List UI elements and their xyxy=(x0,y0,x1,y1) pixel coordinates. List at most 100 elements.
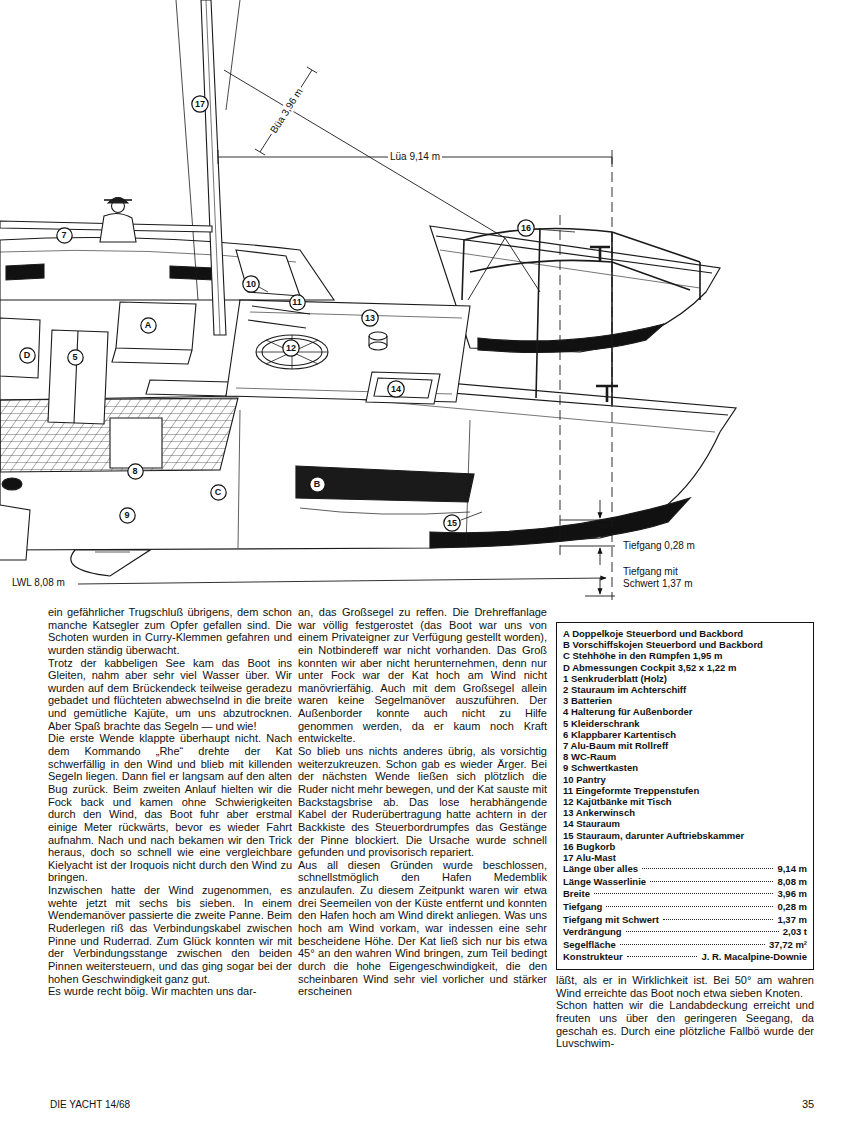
cabin xyxy=(0,299,240,300)
body-paragraph: Inzwischen hatte der Wind zugenommen, es… xyxy=(48,884,292,985)
callout-number: 8 xyxy=(127,463,144,480)
spec-name: Segelfläche xyxy=(563,939,616,952)
callout-outline xyxy=(444,515,460,531)
legend-row: 1 Senkruderblatt (Holz) xyxy=(563,673,807,684)
cabin xyxy=(170,266,214,280)
callout-circle: B xyxy=(309,476,326,493)
legend-row: 14 Stauraum xyxy=(563,818,807,829)
dimension-lines xyxy=(78,578,606,584)
legend-entry: 9 Schwertkasten xyxy=(563,762,638,773)
spec-row: Segelfläche37,72 m² xyxy=(563,939,807,952)
cabin xyxy=(116,302,196,350)
callout-circle: 10 xyxy=(242,275,260,293)
cabin xyxy=(2,478,22,490)
callout-number: 7 xyxy=(56,227,73,244)
callout-number: 14 xyxy=(387,380,405,398)
callout-outline xyxy=(518,220,534,236)
legend-row: 9 Schwertkasten xyxy=(563,762,807,773)
leader-lines xyxy=(535,229,575,232)
dimension-lines xyxy=(600,548,601,565)
callout-outline xyxy=(140,317,155,332)
body-paragraph: Die erste Wende klappte überhaupt nicht.… xyxy=(48,732,292,884)
legend-entry: 10 Pantry xyxy=(563,774,606,785)
dot-leader xyxy=(650,881,773,882)
bow-pulpit xyxy=(462,228,700,300)
dot-leader xyxy=(642,868,773,869)
far-hull xyxy=(430,226,720,352)
dot-leader xyxy=(627,956,698,957)
text-column: an, das Großsegel zu reffen. Die Drehref… xyxy=(298,606,547,1098)
spec-value: 3,96 m xyxy=(777,888,807,901)
cabin xyxy=(112,348,192,364)
callout-circle: D xyxy=(19,347,36,364)
legend-row: 15 Stauraum, darunter Auftriebskammer xyxy=(563,830,807,841)
callout-number: 9 xyxy=(119,507,136,524)
dot-leader xyxy=(663,919,774,920)
text-column: A Doppelkoje Steuerbord und BackbordB Vo… xyxy=(556,608,814,1100)
cockpit xyxy=(256,335,328,369)
spec-row: Konstrukteur J. R. Macalpine-Downie xyxy=(563,951,807,964)
legend-entry: B Vorschiffskojen Steuerbord und Backbor… xyxy=(563,639,763,650)
cockpit xyxy=(366,372,440,404)
dimension-label: Lüa 9,14 m xyxy=(388,151,442,163)
legend-entry: 14 Stauraum xyxy=(563,818,620,829)
spec-name: Tiefgang xyxy=(563,901,602,914)
spec-value: J. R. Macalpine-Downie xyxy=(701,951,807,964)
dot-leader xyxy=(620,944,765,945)
callout-circle: 8 xyxy=(127,463,144,480)
centerboard xyxy=(71,550,150,576)
legend-row: 3 Batterien xyxy=(563,695,807,706)
spec-value: 9,14 m xyxy=(777,863,807,876)
legend-row: A Doppelkoje Steuerbord und Backbord xyxy=(563,628,807,639)
dimension-lines xyxy=(255,67,317,155)
callout-circle: 11 xyxy=(289,294,306,311)
callout-number: 10 xyxy=(242,275,260,293)
cabin xyxy=(6,264,44,280)
legend-row: D Abmessungen Cockpit 3,52 x 1,22 m xyxy=(563,662,807,673)
legend-row: 2 Stauraum im Achterschiff xyxy=(563,684,807,695)
callout-outline xyxy=(119,507,134,522)
legend-row: 13 Ankerwinsch xyxy=(563,807,807,818)
page-number: 35 xyxy=(800,1098,816,1111)
dimension-lines xyxy=(218,150,612,164)
text-column: ein gefährlicher Trugschluß übrigens, de… xyxy=(48,606,292,1098)
cabin xyxy=(0,398,238,472)
legend-row: 16 Bugkorb xyxy=(563,841,807,852)
legend-row: 8 WC-Raum xyxy=(563,751,807,762)
leader-lines xyxy=(461,512,482,520)
centerboard xyxy=(95,552,130,553)
spec-table: A Doppelkoje Steuerbord und BackbordB Vo… xyxy=(556,622,814,970)
spec-value: 1,37 m xyxy=(777,914,807,927)
spec-name: Konstrukteur xyxy=(563,951,623,964)
dimension-label: Tiefgang 0,28 m xyxy=(621,540,697,552)
page-footer: DIE YACHT 14/68 xyxy=(48,1099,132,1111)
spec-name: Tiefgang mit Schwert xyxy=(563,914,659,927)
spec-name: Verdrängung xyxy=(563,926,622,939)
callout-outline xyxy=(283,340,299,356)
far-hull xyxy=(430,226,720,352)
callout-number: D xyxy=(19,347,36,364)
legend-row: 10 Pantry xyxy=(563,774,807,785)
leader-lines xyxy=(259,287,268,292)
mast-and-rigging xyxy=(224,70,505,238)
callout-number: 11 xyxy=(289,294,306,311)
legend-row: 11 Eingeformte Treppenstufen xyxy=(563,785,807,796)
callout-number: C xyxy=(210,484,227,501)
callout-outline xyxy=(243,276,259,292)
near-hull xyxy=(596,386,618,402)
dimension-lines xyxy=(612,157,613,600)
callout-outline xyxy=(289,294,304,309)
body-paragraph: Schon hatten wir die Landabdeckung errei… xyxy=(556,999,814,1050)
near-hull xyxy=(296,466,474,502)
callout-circle: 9 xyxy=(119,507,136,524)
body-paragraph: So blieb uns nichts anderes übrig, als v… xyxy=(298,745,547,859)
dimension-label: Büa 3,96 m xyxy=(267,85,306,138)
mast-and-rigging xyxy=(201,0,226,335)
cabin xyxy=(236,250,300,296)
leader-lines xyxy=(259,229,575,520)
callout-outline xyxy=(210,484,225,499)
body-paragraph: Es wurde recht böig. Wir machten uns dar… xyxy=(48,985,292,998)
body-paragraph: Aus all diesen Gründen wurde beschlossen… xyxy=(298,859,547,998)
cabin xyxy=(48,330,108,424)
